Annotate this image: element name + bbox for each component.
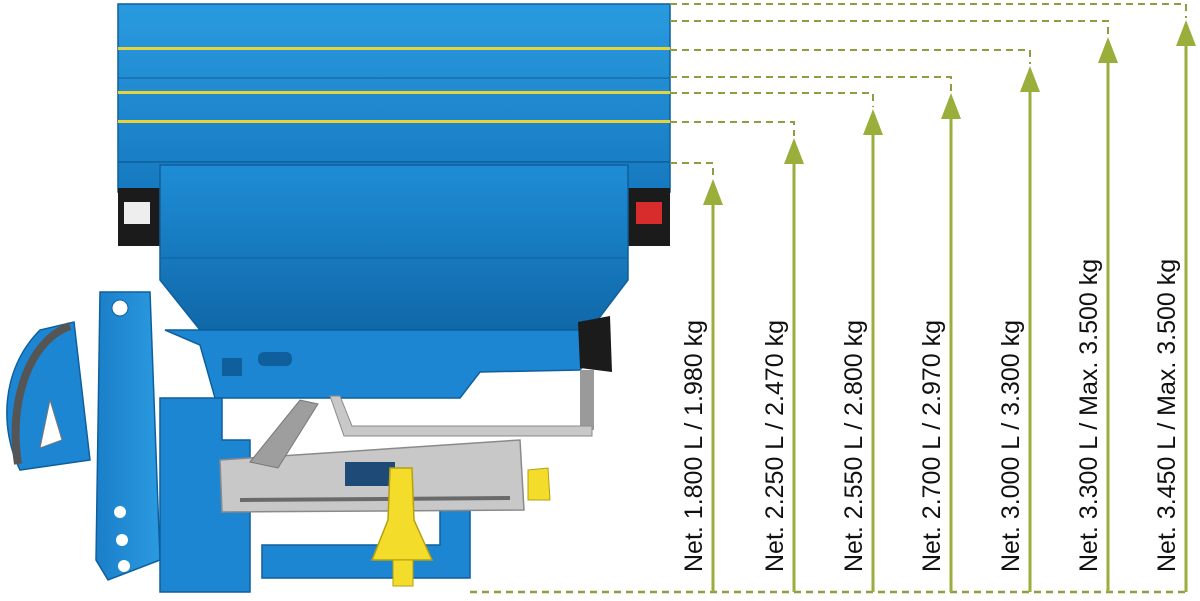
agitator-box (345, 462, 395, 486)
hopper (117, 3, 671, 331)
deflector-plate (249, 399, 319, 469)
mast-hole (118, 560, 130, 572)
level-arrow-head (1176, 20, 1196, 46)
tail-light (636, 202, 662, 224)
hopper-top-body (117, 3, 671, 193)
crank-handle (578, 316, 612, 372)
level-label: Net. 2.250 L / 2.470 kg (761, 319, 789, 572)
level-label: Net. 3.000 L / 3.300 kg (997, 319, 1025, 572)
rate-scale (6, 321, 91, 471)
rear-frame (261, 507, 471, 579)
level-guide-line (670, 121, 795, 136)
level-guide-line (670, 76, 952, 91)
transmission-pipe (329, 395, 593, 437)
level-guide-line (670, 49, 1031, 64)
hopper-stripe (118, 91, 670, 94)
level-guide-line (670, 3, 1187, 18)
hopper-stripe (118, 47, 670, 50)
frame-slot (258, 352, 292, 366)
spinner-disc (239, 496, 511, 502)
frame-window (222, 358, 242, 376)
level-arrow-head (941, 93, 961, 119)
hopper-stripe (118, 120, 670, 123)
left-reflector (124, 202, 150, 224)
scale-pointer (39, 399, 63, 449)
mast-hole (116, 534, 128, 546)
level-label: Net. 1.800 L / 1.980 kg (680, 319, 708, 572)
hopper-cone (159, 164, 629, 331)
level-label: Net. 2.550 L / 2.800 kg (840, 319, 868, 572)
chute-arm (580, 370, 594, 430)
front-mast (95, 291, 161, 581)
level-arrow-head (863, 109, 883, 135)
level-arrow-head (1020, 66, 1040, 92)
level-guide-line (670, 92, 874, 107)
level-arrow-head (1098, 37, 1118, 63)
chassis (6, 291, 612, 593)
lower-frame (159, 397, 251, 593)
level-label: Net. 2.700 L / 2.970 kg (918, 319, 946, 572)
level-guide-line (670, 162, 714, 177)
level-label: Net. 3.450 L / Max. 3.500 kg (1153, 258, 1181, 572)
capacity-levels (470, 3, 1196, 594)
pto-shaft (370, 467, 434, 561)
level-label: Net. 3.300 L / Max. 3.500 kg (1075, 258, 1103, 572)
pto-coupling (392, 559, 414, 587)
level-arrow-head (703, 179, 723, 205)
side-bracket (527, 467, 551, 501)
mast-pin (111, 299, 129, 317)
scale-arc (11, 322, 72, 465)
level-guide-line (670, 20, 1109, 35)
level-arrow-head (784, 138, 804, 164)
mast-hole (114, 506, 126, 518)
spreading-unit (219, 399, 551, 587)
